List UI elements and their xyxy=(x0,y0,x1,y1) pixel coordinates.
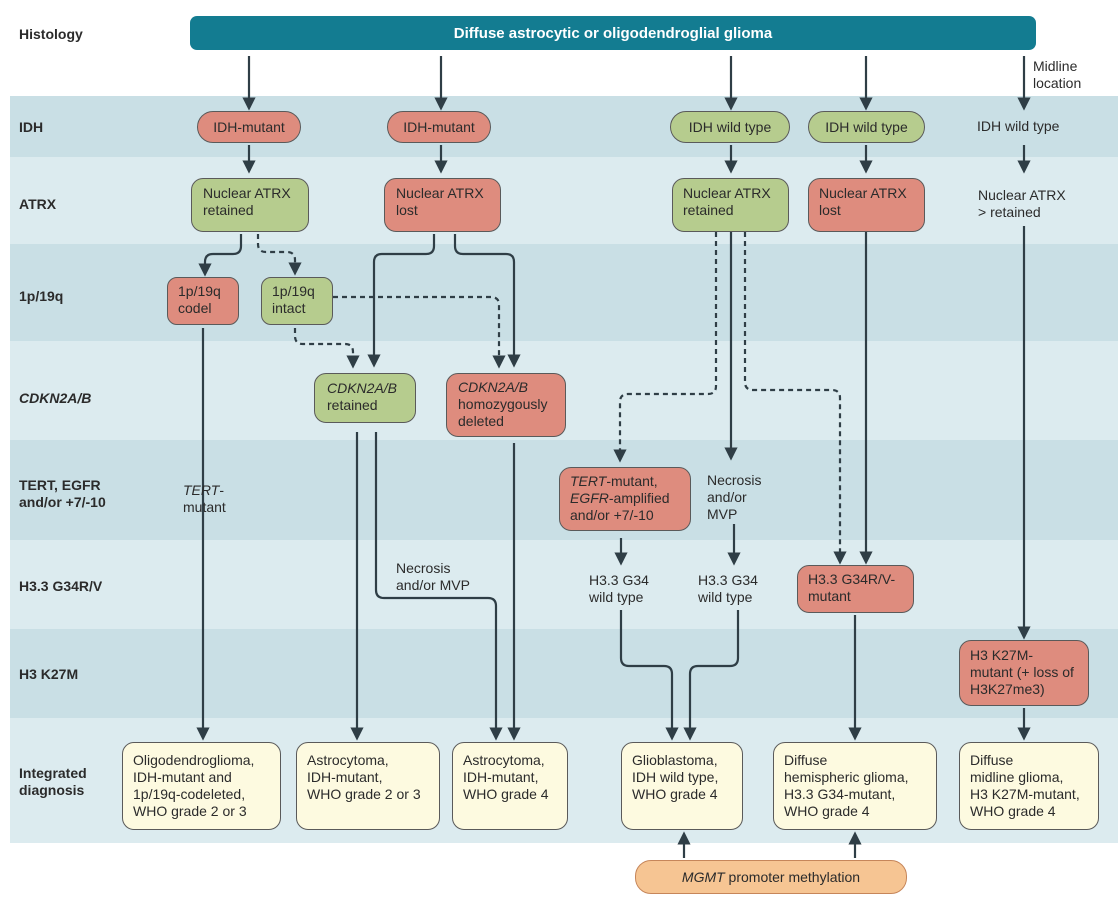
node-atrx-lost-1: Nuclear ATRX lost xyxy=(384,178,501,232)
node-1p19q-intact: 1p/19q intact xyxy=(261,277,333,325)
diagnosis-oligodendroglioma: Oligodendroglioma, IDH-mutant and 1p/19q… xyxy=(122,742,281,830)
node-h3-k27m-mutant: H3 K27M- mutant (+ loss of H3K27me3) xyxy=(959,640,1089,706)
node-g34-mutant: H3.3 G34R/V- mutant xyxy=(797,565,914,613)
histology-header-bar: Diffuse astrocytic or oligodendroglial g… xyxy=(190,16,1036,50)
arrow-atrx1-codel xyxy=(198,234,243,277)
diagnosis-glioblastoma: Glioblastoma, IDH wild type, WHO grade 4 xyxy=(621,742,743,830)
row-label-h33: H3.3 G34R/V xyxy=(19,578,103,594)
node-mgmt-promoter-methylation: MGMT promoter methylation xyxy=(635,860,907,894)
diagnosis-diffuse-midline-glioma: Diffuse midline glioma, H3 K27M-mutant, … xyxy=(959,742,1099,830)
row-label-cdkn2ab: CDKN2A/B xyxy=(19,390,92,406)
arrow-atrx2-cdkn-deleted xyxy=(453,234,521,368)
row-label-idh: IDH xyxy=(19,119,44,135)
band-h33 xyxy=(10,540,1118,629)
row-label-tert-egfr: TERT, EGFR and/or +7/-10 xyxy=(19,477,106,510)
node-necrosis-mvp-2: Necrosis and/or MVP xyxy=(707,472,762,522)
midline-location-label: Midline location xyxy=(1033,58,1082,91)
node-atrx-midline: Nuclear ATRX > retained xyxy=(978,187,1066,220)
row-label-integrated-diagnosis: Integrated diagnosis xyxy=(19,765,87,798)
dashed-atrx3-g34mut xyxy=(743,232,847,565)
row-label-atrx: ATRX xyxy=(19,196,57,212)
band-idh xyxy=(10,96,1118,157)
diagnosis-diffuse-hemispheric-glioma: Diffuse hemispheric glioma, H3.3 G34-mut… xyxy=(773,742,937,830)
arrow-atrx2-cdkn-retained xyxy=(367,234,436,368)
node-idh-wildtype-2: IDH wild type xyxy=(808,111,925,143)
arrow-g34wt2-gbm xyxy=(683,610,740,741)
diagnosis-astrocytoma-grade-4: Astrocytoma, IDH-mutant, WHO grade 4 xyxy=(452,742,568,830)
dashed-intact-cdkn-retained xyxy=(293,328,360,369)
node-idh-mutant-2: IDH-mutant xyxy=(387,111,491,143)
node-tert-mutant-text: TERT- mutant xyxy=(183,482,226,515)
row-label-1p19q: 1p/19q xyxy=(19,288,64,304)
band-k27m xyxy=(10,629,1118,718)
row-label-histology: Histology xyxy=(19,26,83,42)
node-tert-egfr-box: TERT-mutant, EGFR-amplified and/or +7/-1… xyxy=(559,467,691,531)
dashed-atrx3-tert xyxy=(613,232,718,463)
diagnosis-astrocytoma-grade-2-3: Astrocytoma, IDH-mutant, WHO grade 2 or … xyxy=(296,742,440,830)
dashed-intact-cdkn-deleted xyxy=(333,295,506,369)
node-g34-wildtype-1: H3.3 G34 wild type xyxy=(589,572,649,605)
dashed-atrx1-intact xyxy=(256,234,302,276)
node-idh-wildtype-3: IDH wild type xyxy=(977,118,1060,134)
node-idh-mutant-1: IDH-mutant xyxy=(197,111,301,143)
node-necrosis-mvp-1: Necrosis and/or MVP xyxy=(396,560,470,593)
arrow-cdkn-ret-necrosis-astro4 xyxy=(374,432,503,741)
arrow-g34wt1-gbm xyxy=(619,610,679,741)
node-idh-wildtype-1: IDH wild type xyxy=(670,111,790,143)
node-1p19q-codel: 1p/19q codel xyxy=(167,277,239,325)
node-atrx-retained-2: Nuclear ATRX retained xyxy=(672,178,789,232)
node-atrx-retained-1: Nuclear ATRX retained xyxy=(191,178,309,232)
node-atrx-lost-2: Nuclear ATRX lost xyxy=(808,178,925,232)
node-g34-wildtype-2: H3.3 G34 wild type xyxy=(698,572,758,605)
row-label-h3k27m: H3 K27M xyxy=(19,666,79,682)
